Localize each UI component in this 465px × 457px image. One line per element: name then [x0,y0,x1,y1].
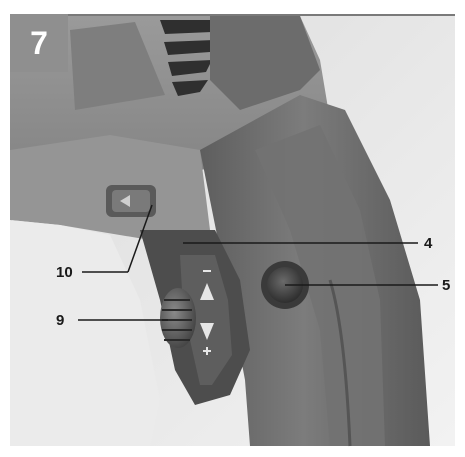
arrow-left-icon [120,195,130,207]
photo-top-border [10,14,455,16]
callout-9: 9 [56,312,65,329]
callout-5: 5 [442,277,451,294]
direction-switch-face [112,190,150,212]
figure-number-badge: 7 [10,14,68,72]
callout-10: 10 [56,264,73,281]
background-light-area [10,220,160,446]
grip-seam [328,279,352,447]
speed-markings [200,270,214,355]
trigger-plate [180,255,232,385]
callout-4: 4 [424,235,433,252]
vent-slots [160,20,215,96]
speed-wheel [160,288,196,348]
leader-lines [78,204,438,321]
housing-recess [70,22,165,110]
rear-cap [210,16,320,110]
leader-10-v [127,204,153,273]
